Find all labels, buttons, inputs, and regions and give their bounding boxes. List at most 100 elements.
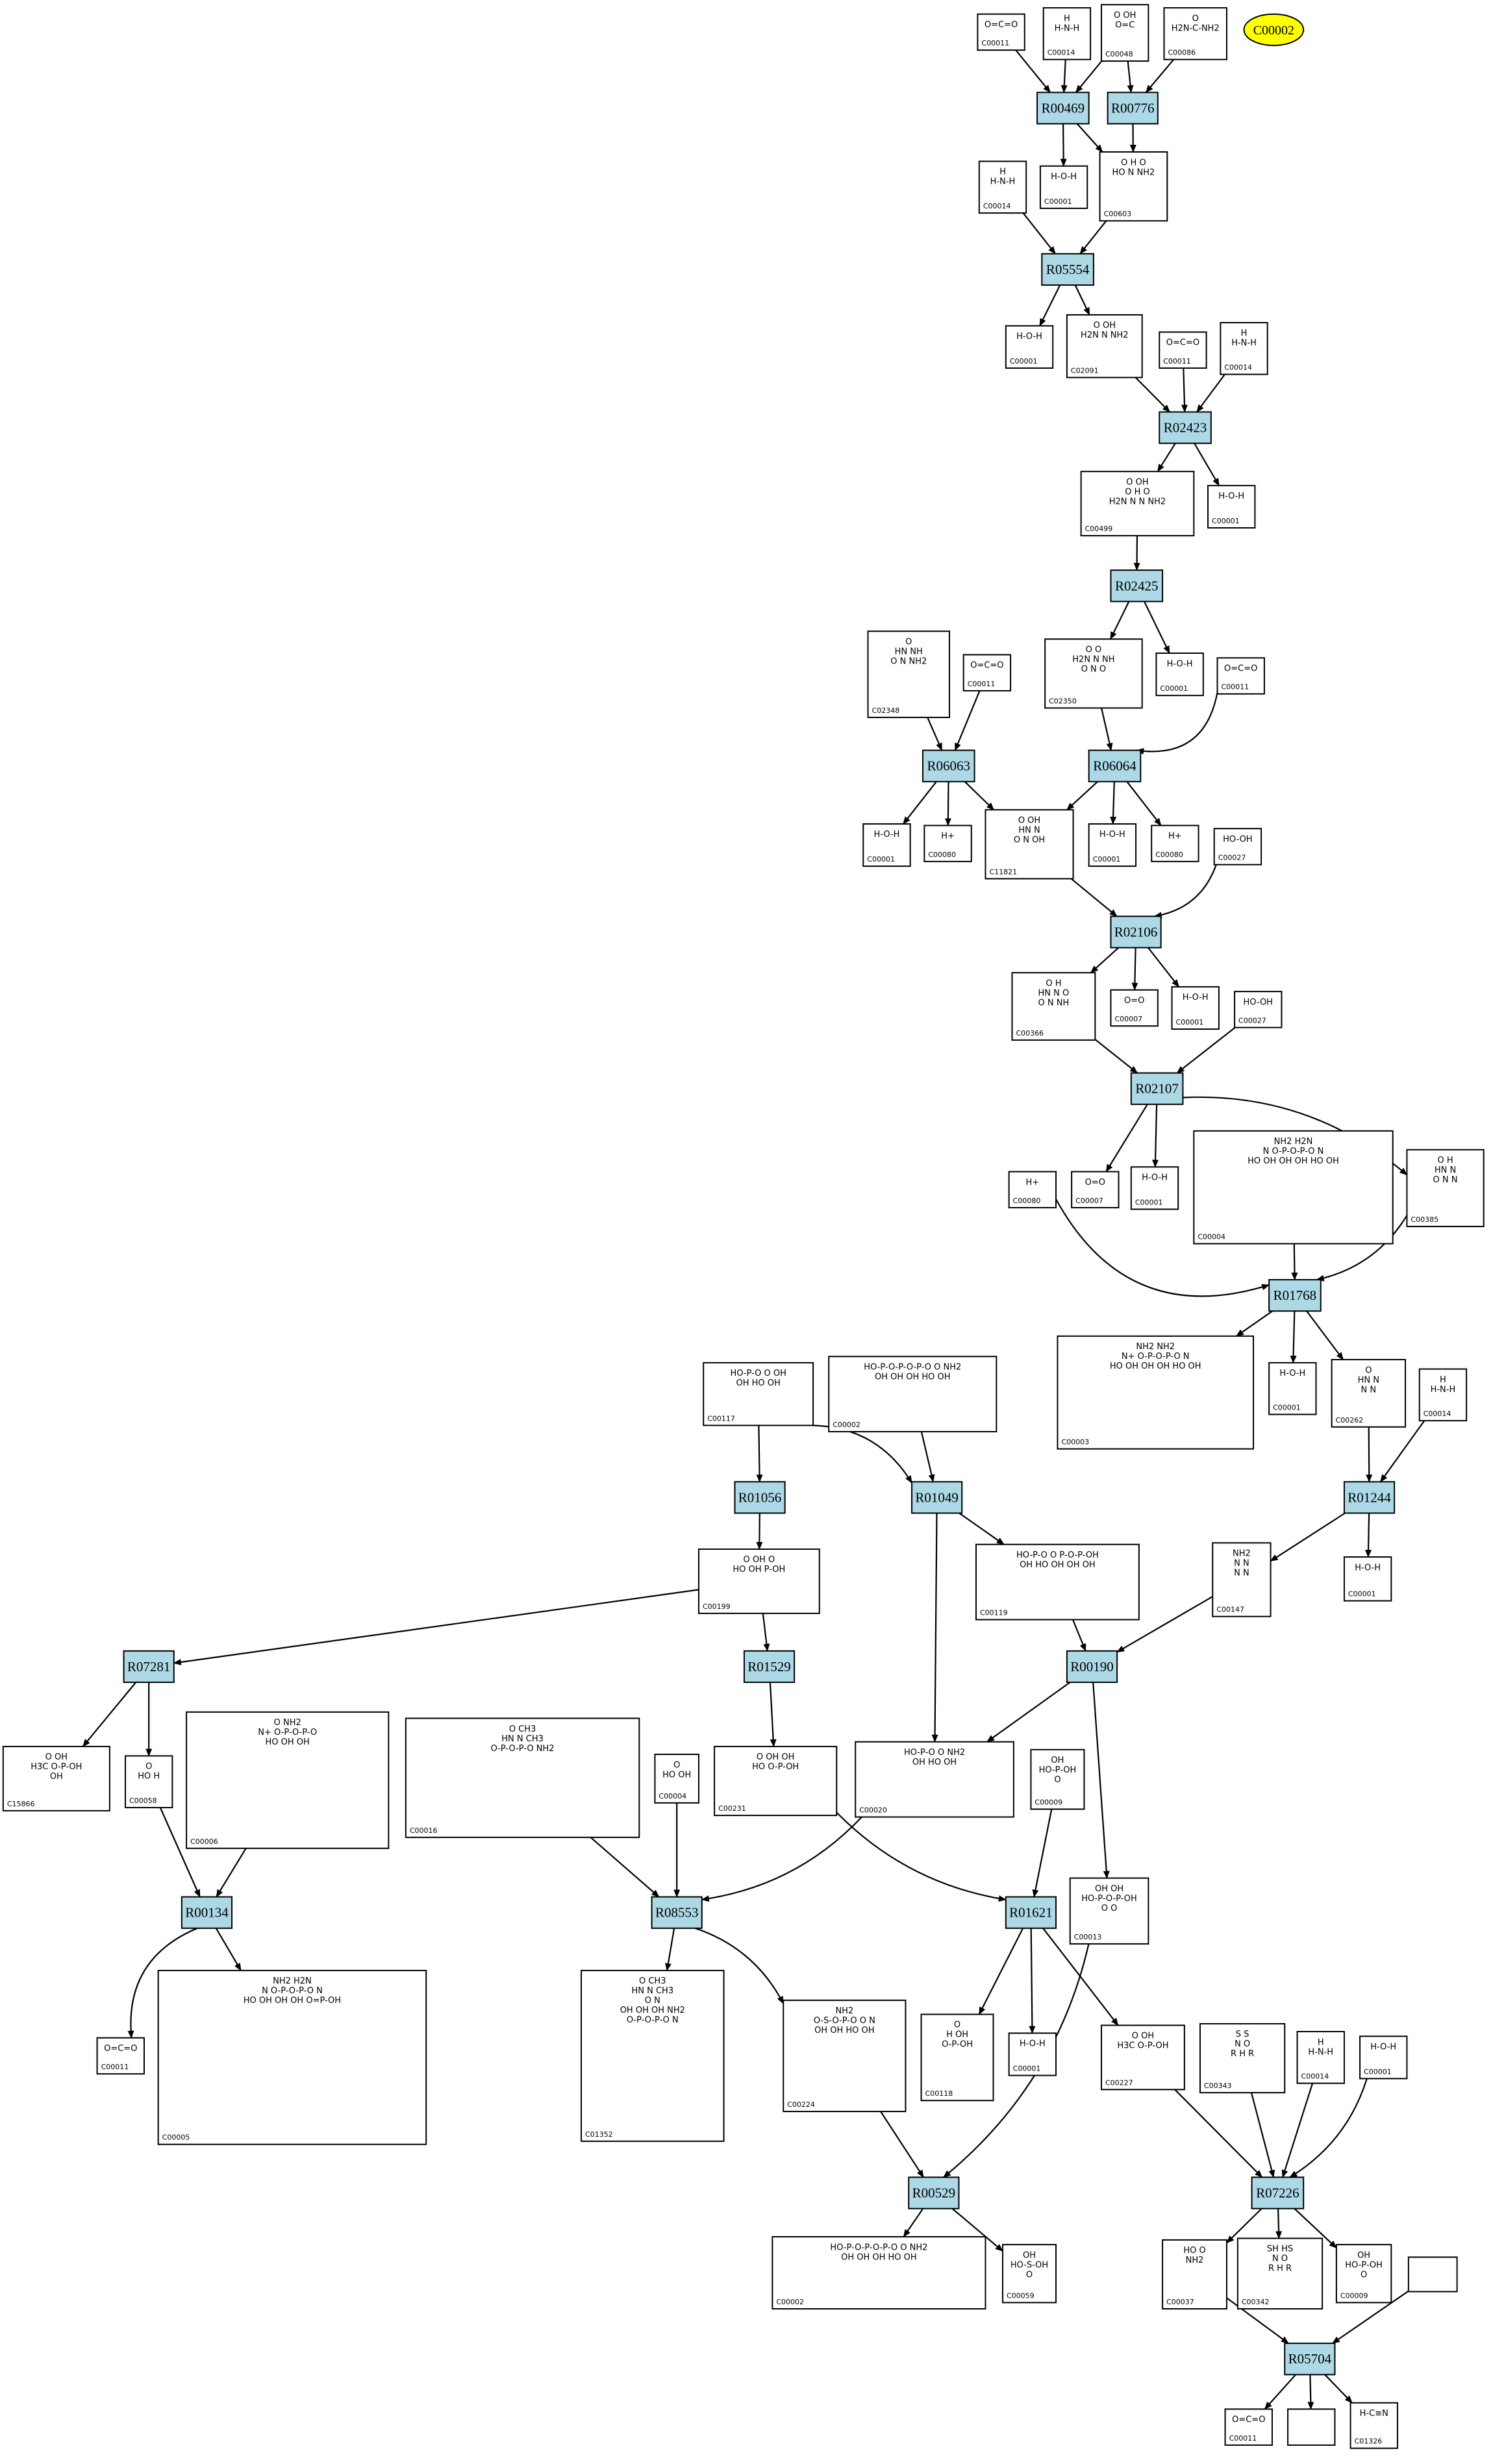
reaction-r07226[interactable]: R07226 [1251,2176,1305,2209]
compound-n-r9-c00080[interactable]: H+C00080 [1008,1171,1057,1209]
reaction-r00469[interactable]: R00469 [1036,92,1090,125]
reaction-r02107[interactable]: R02107 [1130,1072,1184,1105]
reaction-r00776[interactable]: R00776 [1107,92,1159,125]
compound-code: C00007 [1114,1015,1142,1023]
reaction-r07281[interactable]: R07281 [123,1650,175,1684]
compound-n-r7-c00080b[interactable]: H+C00080 [1151,825,1199,862]
reaction-r06063[interactable]: R06063 [922,749,975,782]
reaction-r01244[interactable]: R01244 [1343,1481,1396,1514]
reaction-r05704[interactable]: R05704 [1284,2343,1336,2376]
reaction-r01621[interactable]: R01621 [1005,1896,1057,1929]
reaction-r00529[interactable]: R00529 [908,2176,960,2209]
reaction-r01768[interactable]: R01768 [1268,1279,1322,1312]
title-node-c00002[interactable]: C00002 [1243,13,1305,46]
formula-line: O OH OH [757,1752,795,1762]
reaction-r02425[interactable]: R02425 [1110,569,1164,603]
reaction-r00134[interactable]: R00134 [181,1896,233,1929]
reaction-r01049[interactable]: R01049 [911,1481,963,1514]
formula-line: O N NH2 [890,656,927,666]
reaction-r01529[interactable]: R01529 [743,1650,796,1684]
compound-n-r15-blank[interactable] [1287,2408,1336,2446]
reaction-r01056[interactable]: R01056 [734,1481,786,1514]
reaction-r05554[interactable]: R05554 [1041,253,1094,286]
reaction-r02423[interactable]: R02423 [1159,411,1212,444]
reaction-label: R08553 [655,1905,699,1921]
reaction-r06064[interactable]: R06064 [1088,749,1142,782]
reaction-r00190[interactable]: R00190 [1066,1650,1118,1684]
edge-n_r13_c00001b-R07226 [1289,2078,1368,2178]
compound-n-r14-blank[interactable] [1407,2256,1458,2293]
formula-line: O CH3 [509,1724,536,1734]
reaction-r02106[interactable]: R02106 [1110,915,1162,949]
reaction-r08553[interactable]: R08553 [651,1896,703,1929]
compound-n-r7-c00080[interactable]: H+C00080 [923,825,972,862]
